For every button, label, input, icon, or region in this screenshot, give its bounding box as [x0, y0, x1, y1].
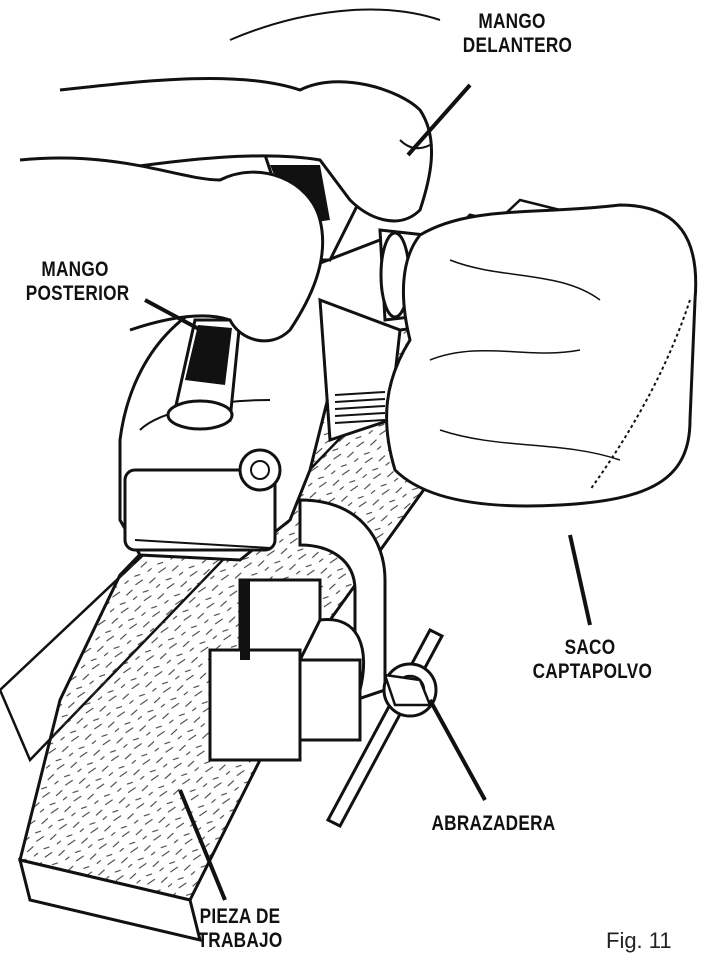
- label-front-handle: MANGO DELANTERO: [463, 10, 561, 58]
- label-rear-handle: MANGO POSTERIOR: [26, 258, 124, 306]
- label-clamp-line1: ABRAZADERA: [432, 812, 555, 836]
- figure-caption: Fig. 11: [606, 928, 672, 954]
- label-front-handle-line1: MANGO: [463, 10, 561, 34]
- label-workpiece: PIEZA DE TRABAJO: [195, 905, 285, 953]
- label-workpiece-line1: PIEZA DE: [195, 905, 285, 929]
- label-workpiece-line2: TRABAJO: [195, 929, 285, 953]
- label-rear-handle-line2: POSTERIOR: [26, 282, 124, 306]
- label-clamp: ABRAZADERA: [432, 812, 555, 836]
- label-rear-handle-line1: MANGO: [26, 258, 124, 282]
- label-front-handle-line2: DELANTERO: [463, 34, 561, 58]
- label-dust-bag: SACO CAPTAPOLVO: [533, 636, 648, 684]
- label-dust-bag-line1: SACO: [533, 636, 648, 660]
- label-dust-bag-line2: CAPTAPOLVO: [533, 660, 648, 684]
- dust-bag: [387, 205, 696, 506]
